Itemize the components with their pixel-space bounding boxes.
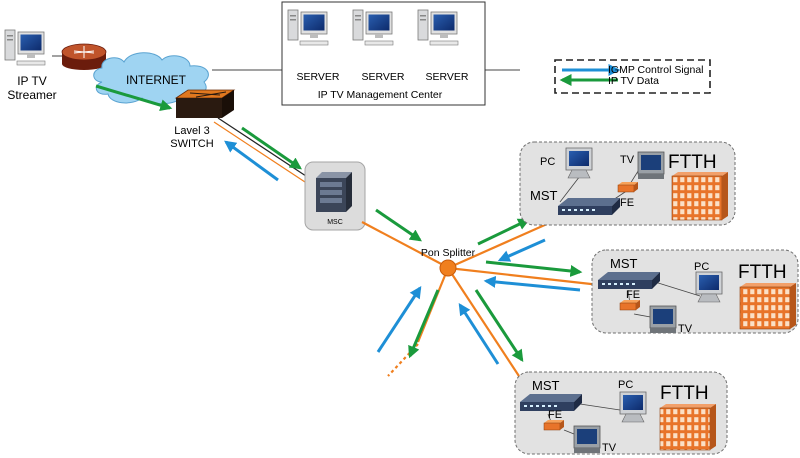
fiber-splitter-ftth2: [447, 266, 601, 287]
ftth-group-3-fe-icon: [543, 419, 565, 431]
level3-switch-icon: [174, 89, 236, 118]
ftth-group-1-tv-icon: [637, 151, 665, 180]
ftth-group-1-mst-icon: [558, 198, 620, 215]
ftth-group-3-mst-label: MST: [532, 378, 560, 393]
ftth-group-3: MST FE PC TV FTTH: [514, 371, 728, 455]
server-2-label: SERVER: [362, 71, 405, 83]
pon-splitter-label: Pon Splitter: [421, 247, 476, 259]
ftth-group-1-pc-label: PC: [540, 156, 555, 168]
ftth-group-1: PC TV FE MST FTTH: [519, 141, 736, 226]
ftth2-splitter-igmp-arrow: [483, 275, 581, 292]
ftth-group-1-fe-icon: [617, 181, 639, 193]
legend-data-label: IP TV Data: [608, 75, 659, 87]
msc-label: MSC: [327, 219, 343, 226]
ftth-group-2-tv-label: TV: [678, 323, 693, 335]
ftth-group-3-tv-icon: [573, 425, 601, 454]
switch-msc-link-orange: [213, 121, 309, 185]
ftth-group-3-tv-label: TV: [602, 442, 617, 454]
ftth-group-1-fe-label: FE: [620, 197, 634, 209]
switch-label-line2: SWITCH: [170, 138, 213, 150]
switch-msc-link-black: [217, 117, 313, 181]
streamer-computer-icon: [4, 29, 46, 66]
ftth-group-1-building-icon: [671, 172, 728, 221]
switch-label-line1: Lavel 3: [174, 125, 209, 137]
legend-box: [554, 59, 711, 94]
ftth-group-2-fe-label: FE: [626, 289, 640, 301]
streamer-label-line2: Streamer: [7, 88, 56, 102]
ftth-group-2-building-icon: [739, 283, 796, 330]
ftth-group-2-pc-label: PC: [694, 261, 709, 273]
ftth-group-2-ftth-label: FTTH: [738, 262, 787, 283]
splitter-ftth3-data-arrow: [474, 289, 524, 363]
switch-msc-data-arrow: [241, 126, 302, 170]
legend-igmp-label: IGMP Control Signal: [608, 64, 704, 76]
msc-switch-igmp-arrow: [224, 140, 279, 182]
internet-label: INTERNET: [126, 73, 187, 87]
ftth-group-3-pc-label: PC: [618, 379, 633, 391]
ftth-group-3-fe-label: FE: [548, 409, 562, 421]
ftth-group-2: MST FE PC TV FTTH: [591, 249, 799, 335]
server-3-label: SERVER: [426, 71, 469, 83]
streamer-data-arrow: [95, 84, 173, 112]
router-icon: [61, 43, 107, 70]
ftth-group-2-mst-label: MST: [610, 256, 638, 271]
streamer-label-line1: IP TV: [17, 74, 47, 88]
ftth-group-1-ftth-label: FTTH: [668, 152, 717, 173]
internet-cloud-icon: [93, 52, 209, 105]
splitter-ftth2-data-arrow: [485, 260, 583, 277]
pon-splitter-node: [439, 259, 457, 277]
management-center-label: IP TV Management Center: [318, 89, 443, 101]
msc-splitter-data-arrow: [375, 208, 422, 242]
stub-splitter-igmp-arrow: [376, 285, 422, 353]
ftth-group-3-building-icon: [659, 404, 716, 451]
ftth-group-2-tv-icon: [649, 305, 677, 334]
ftth3-splitter-igmp-arrow: [458, 302, 500, 365]
ftth-group-3-ftth-label: FTTH: [660, 383, 709, 404]
ftth-group-1-tv-label: TV: [620, 154, 635, 166]
fiber-splitter-ftth1: [447, 218, 557, 270]
ftth-group-1-mst-label: MST: [530, 188, 558, 203]
splitter-stub-data-arrow: [408, 289, 440, 359]
msc-cabinet-icon: [316, 172, 352, 212]
ftth-group-2-mst-icon: [598, 272, 660, 289]
server-1-label: SERVER: [297, 71, 340, 83]
ftth1-splitter-igmp-arrow: [497, 238, 546, 262]
splitter-ftth1-data-arrow: [477, 218, 531, 246]
ftth-group-2-fe-icon: [619, 299, 641, 311]
fiber-msc-splitter: [361, 221, 448, 268]
